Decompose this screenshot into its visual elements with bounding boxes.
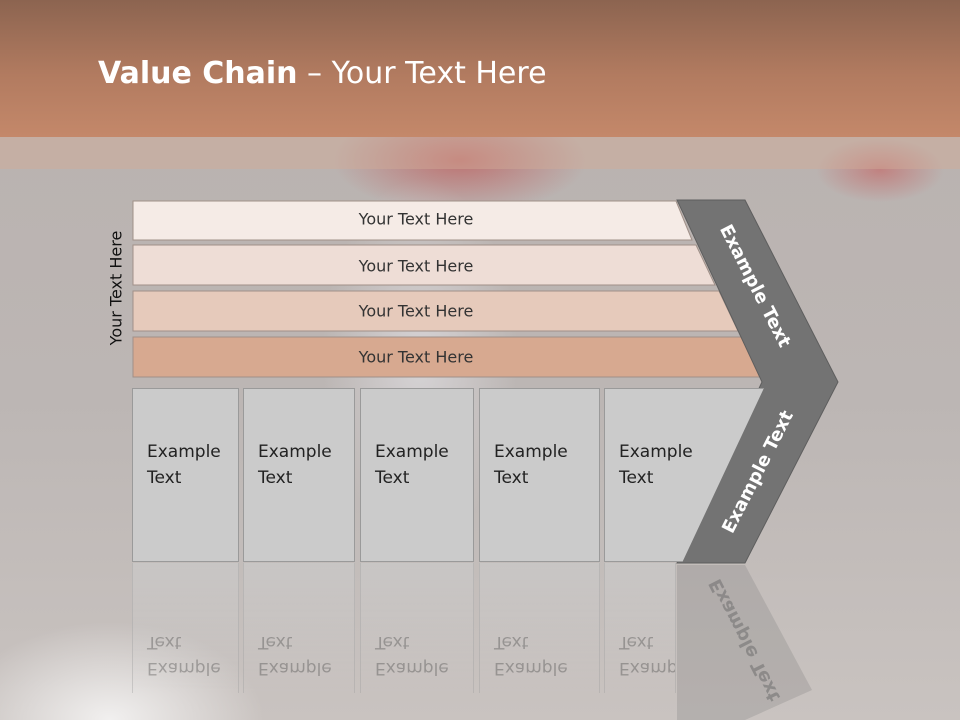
box-reflection-5: Example Text	[604, 563, 676, 693]
activity-box-label: Example Text	[619, 442, 693, 488]
row-label-1[interactable]: Your Text Here	[358, 209, 474, 229]
title-rest: – Your Text Here	[297, 56, 547, 91]
box-reflection-4: Example Text	[479, 563, 600, 693]
box-reflection-3: Example Text	[360, 563, 474, 693]
header-subband	[0, 137, 960, 169]
activity-box-4[interactable]: Example Text	[479, 388, 600, 562]
slide-title[interactable]: Value Chain – Your Text Here	[98, 56, 547, 91]
row-label-2[interactable]: Your Text Here	[358, 256, 474, 276]
row-shape-2	[132, 244, 716, 286]
activity-box-label: Example Text	[375, 442, 449, 488]
box-reflection-1: Example Text	[132, 563, 239, 693]
activity-box-label: Example Text	[258, 442, 332, 488]
activity-box-1[interactable]: Example Text	[132, 388, 239, 562]
activity-box-label: Example Text	[494, 442, 568, 488]
row-label-3[interactable]: Your Text Here	[358, 301, 474, 321]
chevron-reflection	[677, 565, 812, 720]
row-shape-1	[132, 200, 693, 241]
header-band	[0, 0, 960, 137]
activity-box-3[interactable]: Example Text	[360, 388, 474, 562]
activity-box-2[interactable]: Example Text	[243, 388, 355, 562]
activity-box-label: Example Text	[147, 442, 221, 488]
box-reflection-2: Example Text	[243, 563, 355, 693]
title-bold: Value Chain	[98, 56, 298, 91]
row-label-4[interactable]: Your Text Here	[358, 347, 474, 367]
chevron-arrow[interactable]	[676, 199, 839, 564]
